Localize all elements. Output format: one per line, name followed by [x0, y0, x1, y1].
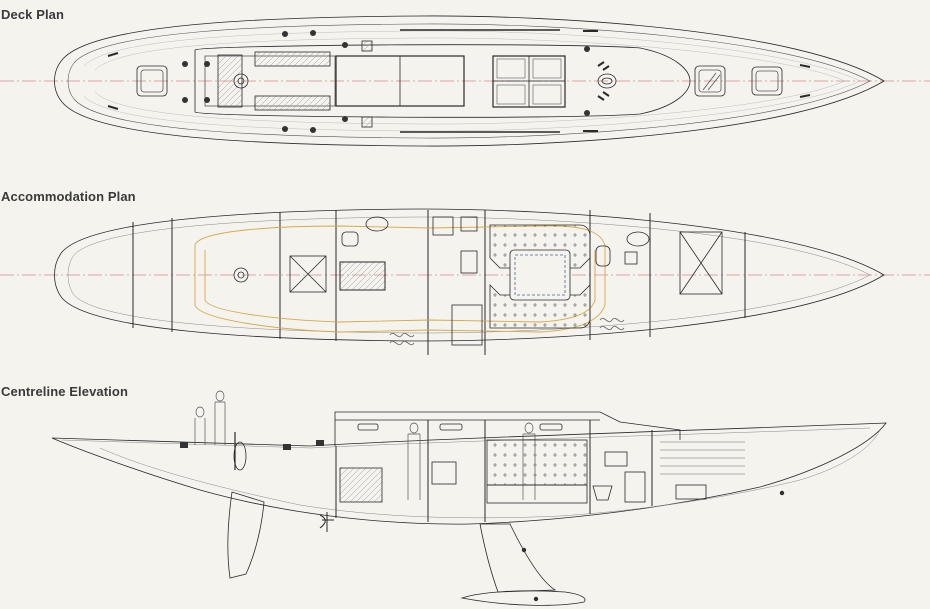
coachroof-profile	[334, 411, 681, 446]
deck-plan	[0, 15, 930, 147]
winches-elevation	[180, 440, 324, 450]
cockpit-seat-port	[254, 51, 331, 67]
chain-locker	[675, 484, 707, 500]
keel-bulb	[460, 590, 586, 606]
hanging-locker-aft	[389, 332, 415, 346]
engine	[339, 261, 386, 291]
deck-planking	[83, 30, 861, 132]
elevation-bulkheads	[335, 420, 653, 522]
aft-cabin-berth	[289, 255, 327, 293]
deck-hull-outline	[54, 15, 885, 147]
cockpit-seat-stbd	[254, 95, 331, 111]
instrument-panel-port	[361, 40, 373, 52]
deck-cleats	[107, 30, 811, 132]
deckhouse-window	[357, 423, 379, 431]
forward-heads-toilet	[595, 245, 611, 267]
accommodation-plan	[0, 208, 930, 355]
steering-wheel	[233, 73, 249, 89]
deck-plan-title: Deck Plan	[1, 7, 65, 22]
deck-bulwark-inner	[67, 23, 871, 139]
heads-toilet-elev	[592, 485, 613, 501]
chart-table	[451, 304, 483, 346]
hanging-locker-fwd	[599, 317, 625, 331]
galley-fridge	[460, 250, 478, 274]
elevation-hull-profile	[51, 422, 887, 525]
aft-heads-basin	[365, 216, 389, 232]
companionway-ladder	[233, 267, 249, 283]
crew-figures	[194, 390, 536, 500]
deckhouse-outline	[194, 44, 691, 118]
forward-cabin-berth	[679, 231, 723, 295]
galley-counter-elev	[431, 461, 457, 485]
propeller	[319, 512, 334, 532]
saloon-table	[509, 249, 571, 301]
mast-partner	[597, 73, 617, 89]
deck-winches	[182, 30, 590, 133]
engine-elevation	[339, 467, 383, 503]
forward-hatch-1	[694, 65, 726, 97]
galley-sink	[460, 216, 478, 232]
centreline-elevation-title: Centreline Elevation	[1, 384, 128, 399]
forward-hatch-2	[751, 66, 783, 96]
bulkheads	[132, 210, 746, 355]
forward-berth-elev	[660, 441, 745, 475]
instrument-panel-stbd	[361, 116, 373, 128]
forward-heads-basin	[626, 231, 650, 247]
accommodation-hull-outline	[54, 208, 885, 342]
keel-fin	[479, 523, 557, 593]
heads-cabinet-elev	[604, 451, 628, 467]
rudder	[227, 491, 265, 579]
elevation-sheer-inner	[61, 427, 871, 449]
aft-heads-toilet	[341, 231, 359, 247]
saloon-settee-elev	[486, 439, 588, 486]
mast-cleats	[597, 61, 610, 101]
aft-lazarette-hatch	[136, 65, 168, 97]
accommodation-plan-title: Accommodation Plan	[1, 189, 136, 204]
forward-heads-shower	[624, 251, 638, 265]
centreline-elevation	[51, 390, 887, 606]
galley-stove	[432, 216, 454, 236]
